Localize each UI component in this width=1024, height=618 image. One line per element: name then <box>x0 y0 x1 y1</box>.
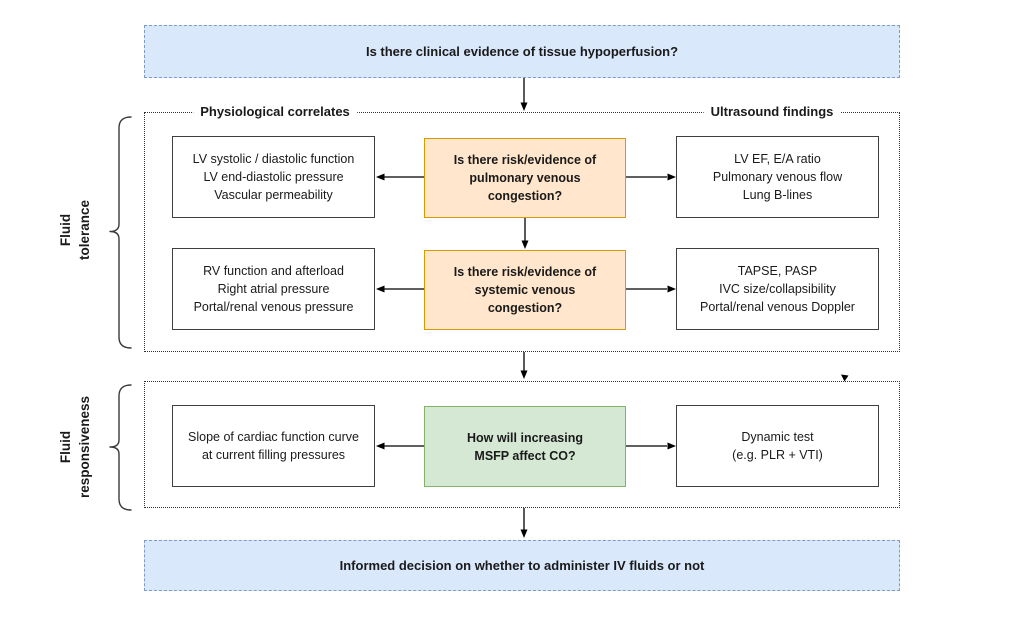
banner-text: Is there clinical evidence of tissue hyp… <box>365 44 679 59</box>
tolerance-brace-icon <box>109 116 132 349</box>
node-rv-function: RV function and afterload Right atrial p… <box>172 248 375 330</box>
node-dynamic-test: Dynamic test (e.g. PLR + VTI) <box>676 405 879 487</box>
informed-decision-banner: Informed decision on whether to administ… <box>144 540 900 591</box>
brackets <box>109 116 132 511</box>
node-lv-ef-findings: LV EF, E/A ratio Pulmonary venous flow L… <box>676 136 879 218</box>
arrowhead-down-icon <box>520 529 528 538</box>
arrowhead-down-icon <box>520 370 528 379</box>
node-systemic-congestion-question: Is there risk/evidence of systemic venou… <box>424 250 626 330</box>
node-tapse-findings: TAPSE, PASP IVC size/collapsibility Port… <box>676 248 879 330</box>
node-lv-function: LV systolic / diastolic function LV end-… <box>172 136 375 218</box>
node-cardiac-function-slope: Slope of cardiac function curve at curre… <box>172 405 375 487</box>
fluid-responsiveness-group <box>144 381 900 508</box>
responsiveness-brace-icon <box>109 384 132 511</box>
ultrasound-findings-header: Ultrasound findings <box>703 104 841 119</box>
fluid-tolerance-group: Physiological correlates Ultrasound find… <box>144 104 900 352</box>
banner-text: Informed decision on whether to administ… <box>339 558 705 573</box>
node-pulmonary-congestion-question: Is there risk/evidence of pulmonary veno… <box>424 138 626 218</box>
arrowhead-down-icon <box>520 102 528 111</box>
physiological-correlates-header: Physiological correlates <box>193 104 357 119</box>
node-msfp-question: How will increasing MSFP affect CO? <box>424 406 626 487</box>
fluid-responsiveness-label: Fluid responsiveness <box>58 395 92 499</box>
fluid-tolerance-label: Fluid tolerance <box>58 199 92 261</box>
question-hypoperfusion-banner: Is there clinical evidence of tissue hyp… <box>144 25 900 78</box>
